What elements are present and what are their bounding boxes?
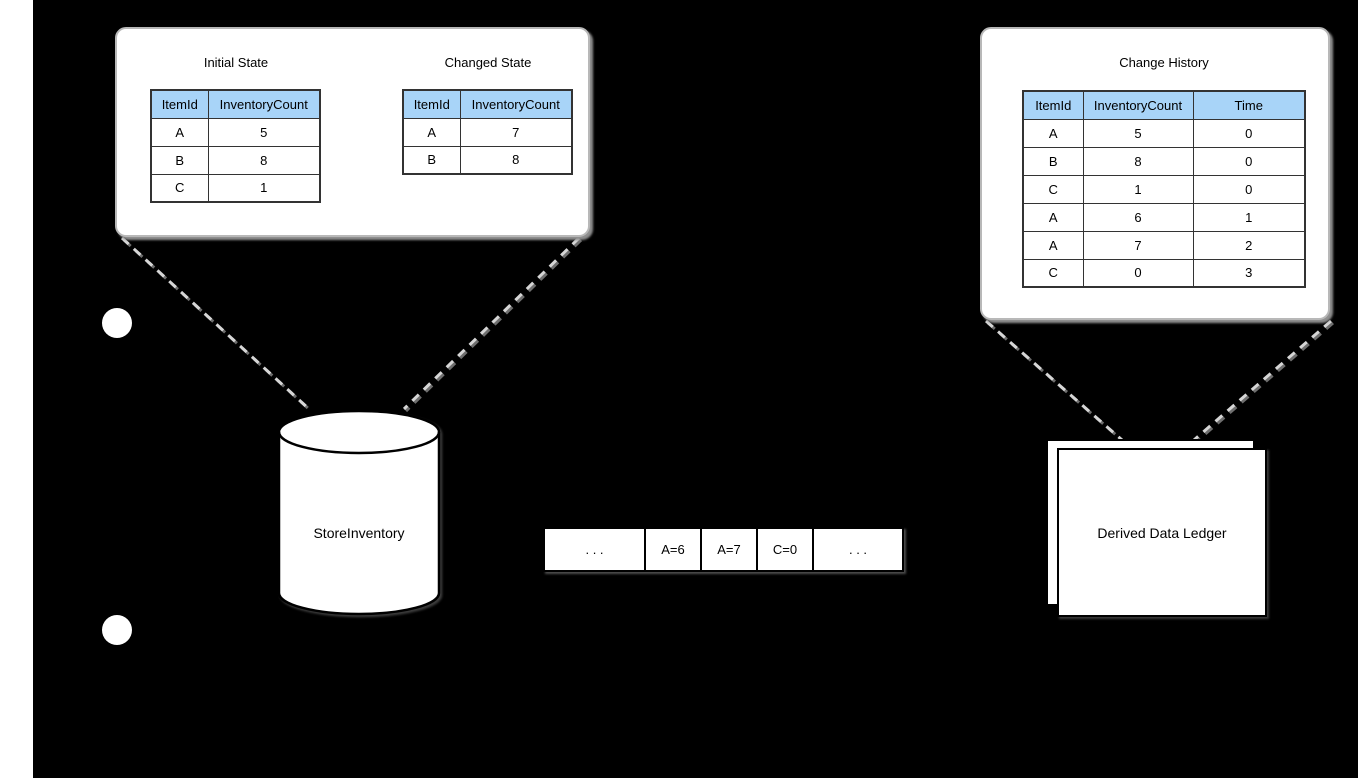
connector-history-to-ledger-right [1193,319,1332,442]
table-cell: 1 [1082,174,1194,204]
table-cell: B [402,145,461,175]
change-history-title: Change History [1119,55,1209,70]
table-cell: 6 [1082,202,1194,232]
column-header: InventoryCount [459,89,573,119]
table-cell: 5 [207,117,321,147]
table-cell: 1 [1192,202,1306,232]
table-cell: 0 [1192,118,1306,148]
bullet-circle-2 [102,615,132,645]
table-cell: C [1022,258,1084,288]
bullet-circle-1 [102,308,132,338]
column-header: InventoryCount [207,89,321,119]
table-cell: 2 [1192,230,1306,260]
event-cell: . . . [543,527,646,572]
table-cell: 8 [207,145,321,175]
table-cell: 0 [1192,174,1306,204]
connector-states-to-store-left [120,236,311,411]
ledger-front-sheet: Derived Data Ledger [1057,448,1267,617]
column-header: ItemId [150,89,209,119]
event-cell: C=0 [756,527,814,572]
table-cell: B [1022,146,1084,176]
table-cell: 7 [1082,230,1194,260]
table-cell: C [150,173,209,203]
table-cell: A [1022,230,1084,260]
table-cell: A [1022,202,1084,232]
table-cell: C [1022,174,1084,204]
cylinder-shape-icon [277,409,441,616]
table-cell: 0 [1192,146,1306,176]
event-cell: . . . [812,527,904,572]
table-cell: B [150,145,209,175]
derived-ledger-label: Derived Data Ledger [1097,524,1227,541]
table-cell: 0 [1082,258,1194,288]
event-cell: A=7 [700,527,758,572]
connector-states-to-store-right [402,236,581,411]
database-cylinder: StoreInventory [277,408,441,617]
connector-history-to-ledger-left [985,319,1123,442]
event-cell: A=6 [644,527,702,572]
column-header: InventoryCount [1082,90,1194,120]
column-header: ItemId [402,89,461,119]
table-cell: 1 [207,173,321,203]
table-cell: 7 [459,117,573,147]
table-cell: A [1022,118,1084,148]
table-cell: 5 [1082,118,1194,148]
table-cell: 8 [1082,146,1194,176]
changed-state-title: Changed State [444,55,532,70]
table-cell: 8 [459,145,573,175]
initial-state-title: Initial State [203,55,269,70]
page-left-margin [0,0,33,778]
table-cell: 3 [1192,258,1306,288]
column-header: ItemId [1022,90,1084,120]
table-cell: A [150,117,209,147]
column-header: Time [1192,90,1306,120]
store-inventory-label: StoreInventory [313,525,405,541]
table-cell: A [402,117,461,147]
